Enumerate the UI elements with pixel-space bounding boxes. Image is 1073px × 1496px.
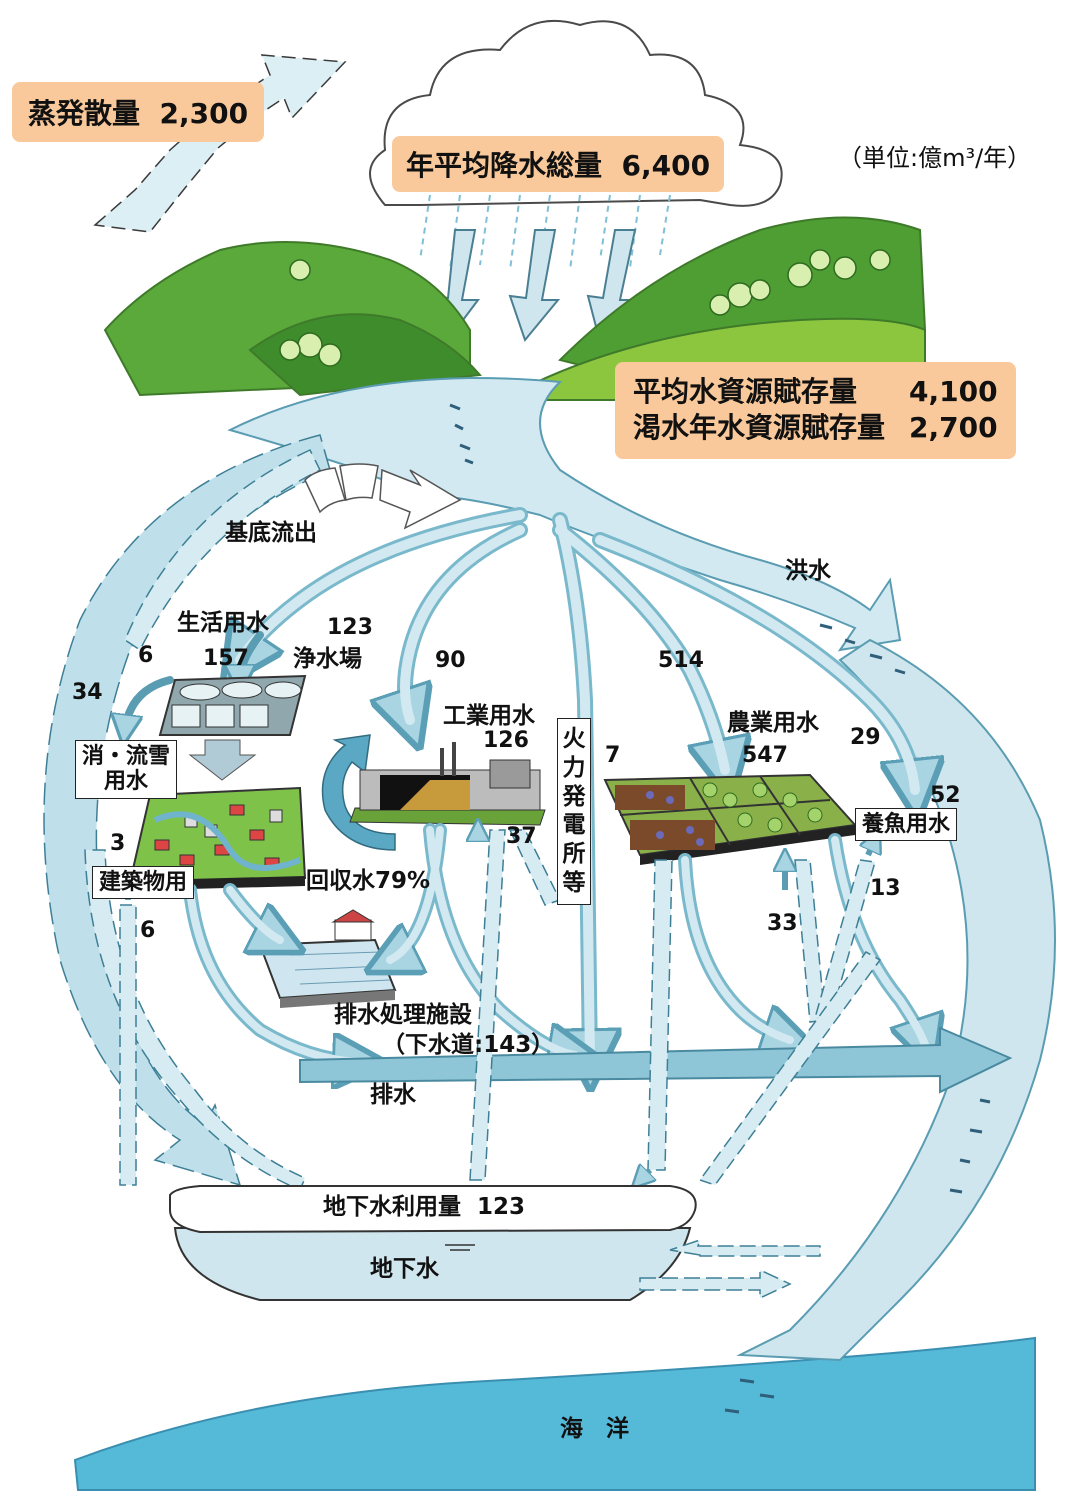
agricultural-value: 547 xyxy=(742,743,788,768)
flood-to-ocean-flow xyxy=(736,638,1056,1362)
groundwater-use-value: 123 xyxy=(477,1194,526,1220)
snow-melting-box: 消・流雪 用水 xyxy=(75,740,177,799)
wastewater-facility xyxy=(258,909,397,1008)
groundwater-exchange-arrows xyxy=(639,1238,821,1300)
avg-resources-row: 平均水資源賦存量 4,100 xyxy=(633,374,998,410)
thermal-value: 7 xyxy=(605,743,621,768)
trees xyxy=(279,249,891,367)
groundwater-use-text: 地下水利用量 xyxy=(323,1194,461,1220)
fish-in-value: 29 xyxy=(850,725,881,750)
agricultural-label: 農業用水 xyxy=(727,710,819,736)
recycled-water-label: 回収水79% xyxy=(306,868,431,894)
drainage-label: 排水 xyxy=(370,1082,416,1108)
small-flows xyxy=(125,631,264,730)
domestic-label: 生活用水 xyxy=(177,610,269,636)
evaporation-text: 蒸発散量 xyxy=(28,97,141,130)
avg-resources-text: 平均水資源賦存量 xyxy=(633,375,858,408)
thermal-power-box: 火力発電所等 xyxy=(557,718,591,905)
fish-farming-box: 養魚用水 xyxy=(855,808,958,842)
drought-resources-row: 渇水年水資源賦存量 2,700 xyxy=(633,410,998,446)
domestic-value: 157 xyxy=(203,646,249,671)
industrial-label: 工業用水 xyxy=(443,703,535,729)
wastewater-label: 排水処理施設 xyxy=(334,1002,472,1028)
left-flow-value: 34 xyxy=(72,680,103,705)
ocean-label: 海 洋 xyxy=(560,1416,629,1442)
groundwater-dashed-flows xyxy=(119,829,882,1186)
groundwater-use-label: 地下水利用量 123 xyxy=(323,1196,525,1219)
agri-in-value: 514 xyxy=(658,648,704,673)
purification-plant xyxy=(158,674,307,781)
drought-resources-value: 2,700 xyxy=(909,411,998,445)
recycle-loop-arrow xyxy=(321,734,396,851)
farmland xyxy=(603,773,858,865)
groundwater-aquifer xyxy=(169,1185,697,1301)
industrial-value: 126 xyxy=(483,728,529,753)
river-ripples xyxy=(449,403,991,1414)
evaporation-value: 2,300 xyxy=(159,97,249,130)
industrial-factory xyxy=(349,742,546,826)
sewer-label: （下水道:143） xyxy=(382,1032,555,1058)
agri-gw-value: 33 xyxy=(767,911,798,936)
avg-resources-value: 4,100 xyxy=(909,375,998,408)
fish-gw-value: 13 xyxy=(870,876,901,901)
evaporation-label: 蒸発散量 2,300 xyxy=(12,82,265,142)
ocean-shape xyxy=(73,1336,1036,1491)
water-resources-box: 平均水資源賦存量 4,100 渇水年水資源賦存量 2,700 xyxy=(615,362,1016,459)
industrial-gw-value: 37 xyxy=(506,824,537,849)
precipitation-label: 年平均降水総量 6,400 xyxy=(392,136,725,192)
building-gw-value: 6 xyxy=(140,918,156,943)
base-outflow-label: 基底流出 xyxy=(225,520,317,546)
building-box: 建築物用 xyxy=(92,866,195,900)
base-outflow-arc xyxy=(304,463,462,530)
building-value: 3 xyxy=(110,831,126,856)
snow-value: 6 xyxy=(138,643,154,668)
precipitation-text: 年平均降水総量 xyxy=(406,149,603,182)
purification-label: 浄水場 xyxy=(293,646,362,672)
drought-resources-text: 渇水年水資源賦存量 xyxy=(633,411,886,445)
unit-label: （単位:億m³/年） xyxy=(838,144,1032,172)
purification-value: 123 xyxy=(327,615,373,640)
fish-value: 52 xyxy=(930,783,961,808)
precipitation-value: 6,400 xyxy=(621,149,711,182)
groundwater-label: 地下水 xyxy=(370,1256,439,1282)
industrial-in-value: 90 xyxy=(435,648,466,673)
flood-label: 洪水 xyxy=(785,558,831,584)
